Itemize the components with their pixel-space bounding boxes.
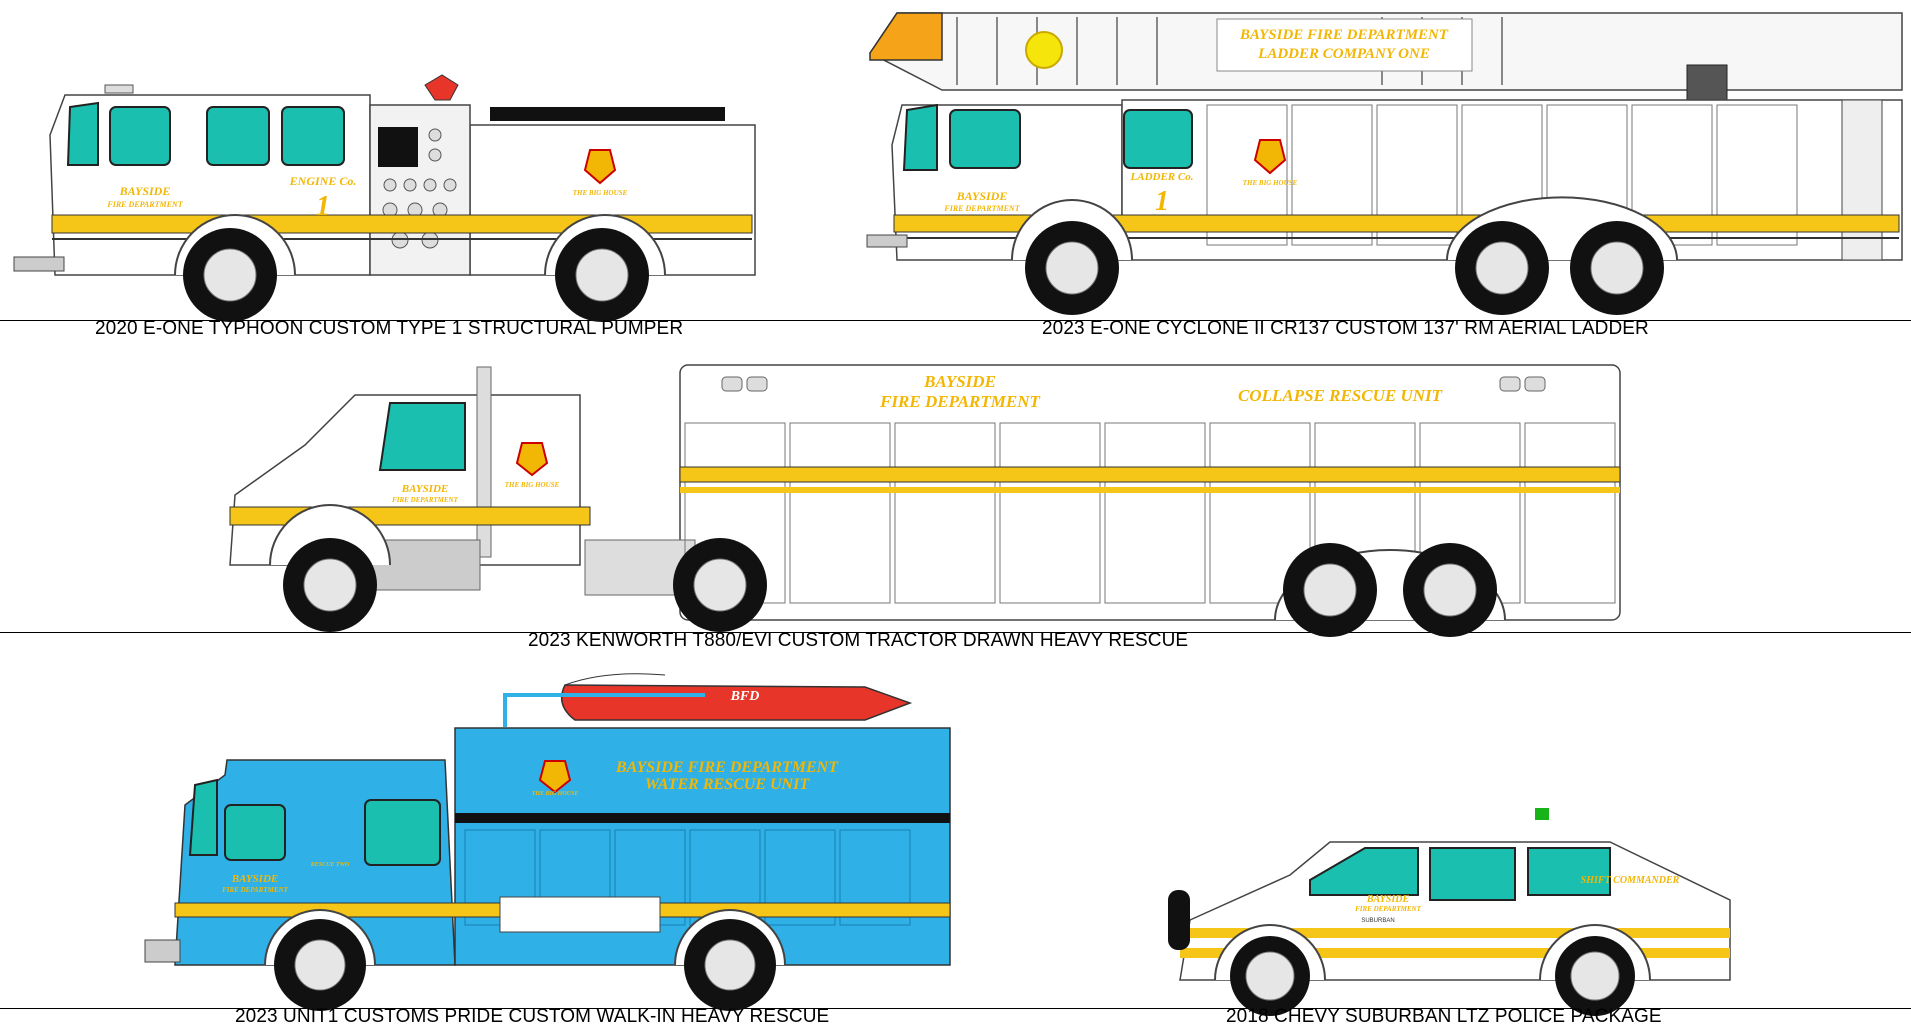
pumper-illustration: ENGINE Co. 1 BAYSIDE FIRE DEPARTMENT THE… — [13, 74, 756, 322]
water-dept-line1: BAYSIDE — [231, 873, 278, 885]
ladder-sign-line2: LADDER COMPANY ONE — [1257, 46, 1430, 62]
ladder-sign-line1: BAYSIDE FIRE DEPARTMENT — [1239, 27, 1449, 43]
suburban-illustration: SHIFT COMMANDER BAYSIDE FIRE DEPARTMENT … — [1168, 808, 1731, 1016]
ladder-dept-line1: BAYSIDE — [956, 189, 1008, 203]
ladder-patch-motto: THE BIG HOUSE — [1243, 179, 1298, 187]
water-rescue-caption: 2023 UNIT1 CUSTOMS PRIDE CUSTOM WALK-IN … — [235, 1006, 830, 1027]
pumper-caption: 2020 E-ONE TYPHOON CUSTOM TYPE 1 STRUCTU… — [95, 318, 684, 339]
suburban-dept-line1: BAYSIDE — [1366, 894, 1410, 905]
rescue-body-line2: FIRE DEPARTMENT — [879, 392, 1040, 411]
ladder-dept-line2: FIRE DEPARTMENT — [943, 204, 1020, 213]
water-body-line1: BAYSIDE FIRE DEPARTMENT — [615, 759, 839, 776]
rescue-body-line1: BAYSIDE — [923, 372, 996, 391]
tractor-dept-line2: FIRE DEPARTMENT — [392, 496, 459, 504]
row-3-baseline — [0, 1008, 1911, 1009]
water-patch-motto: THE BIG HOUSE — [532, 791, 579, 797]
row-2-baseline — [0, 632, 1911, 633]
tractor-patch-motto: THE BIG HOUSE — [505, 481, 560, 489]
tractor-dept-line1: BAYSIDE — [401, 483, 448, 495]
light-bar-icon — [104, 84, 134, 94]
suburban-model-badge: SUBURBAN — [1361, 918, 1394, 924]
ladder-caption: 2023 E-ONE CYCLONE II CR137 CUSTOM 137' … — [1042, 318, 1649, 339]
water-dept-line2: FIRE DEPARTMENT — [222, 886, 289, 894]
ladder-patch-icon — [1253, 139, 1287, 175]
aerial-ladder-illustration: BAYSIDE FIRE DEPARTMENT LADDER COMPANY O… — [866, 12, 1903, 315]
pumper-dept-line2: FIRE DEPARTMENT — [106, 200, 183, 209]
water-body-line2: WATER RESCUE UNIT — [645, 776, 810, 793]
rescue-unit-title: COLLAPSE RESCUE UNIT — [1238, 386, 1443, 405]
suburban-role-label: SHIFT COMMANDER — [1581, 875, 1680, 886]
pumper-cab-label: ENGINE Co. — [289, 174, 357, 188]
pumper-dept-line1: BAYSIDE — [119, 184, 171, 198]
tractor-drawn-rescue-illustration: BAYSIDE FIRE DEPARTMENT COLLAPSE RESCUE … — [229, 364, 1621, 637]
row-1-baseline — [0, 320, 1911, 321]
command-beacon-icon — [1535, 808, 1549, 820]
tractor-patch-icon — [515, 442, 549, 477]
suburban-dept-line2: FIRE DEPARTMENT — [1355, 905, 1422, 913]
water-cab-label: RESCUE TWO — [310, 862, 350, 868]
ladder-cab-label: LADDER Co. — [1130, 171, 1194, 183]
pumper-unit-number: 1 — [316, 191, 330, 222]
pumper-patch-motto: THE BIG HOUSE — [573, 189, 628, 197]
water-rescue-illustration: BFD BAYSIDE FIRE DEPARTMENT WATER RESCUE… — [144, 673, 951, 1011]
suburban-caption: 2018 CHEVY SUBURBAN LTZ POLICE PACKAGE — [1226, 1006, 1662, 1027]
water-patch-icon — [538, 760, 572, 794]
ladder-unit-number: 1 — [1155, 186, 1169, 217]
maltese-cross-patch-icon — [583, 149, 617, 185]
boat-label: BFD — [730, 689, 760, 704]
tractor-caption: 2023 KENWORTH T880/EVI CUSTOM TRACTOR DR… — [528, 630, 1189, 651]
